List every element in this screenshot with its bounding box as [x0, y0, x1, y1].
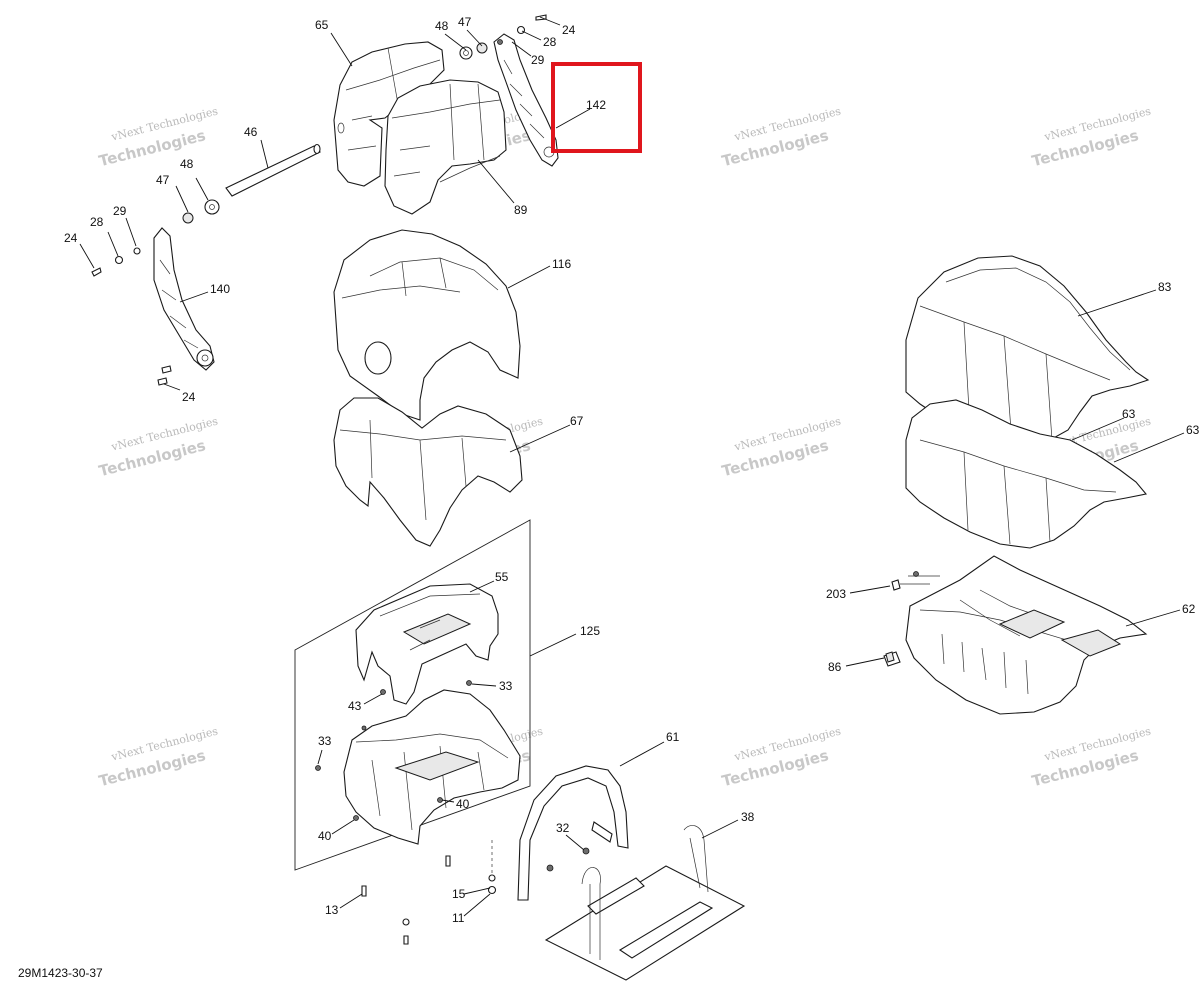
label-63: 63: [1186, 423, 1200, 437]
label-40: 40: [456, 797, 470, 811]
screws-bottom[interactable]: [361, 840, 497, 945]
label-28: 28: [90, 215, 104, 229]
label-47: 47: [156, 173, 170, 187]
label-29: 29: [113, 204, 127, 218]
watermark: vNext Technologies Technologies: [1030, 104, 1153, 170]
label-116: 116: [552, 257, 571, 271]
hardware-left[interactable]: [91, 199, 220, 277]
label-28: 28: [543, 35, 557, 49]
label-48: 48: [435, 19, 449, 33]
part-lower-frame[interactable]: [343, 689, 521, 845]
watermark: vNext Technologies Technologies: [1030, 724, 1153, 790]
label-125: 125: [580, 624, 600, 638]
label-86: 86: [828, 660, 842, 674]
diagram-code: 29M1423-30-37: [18, 966, 103, 980]
label-203: 203: [826, 587, 846, 601]
part-116-seat-cover[interactable]: [333, 229, 521, 421]
part-61-strap[interactable]: [517, 765, 629, 901]
part-86-clip[interactable]: [883, 651, 901, 667]
label-13: 13: [325, 903, 339, 917]
label-33: 33: [318, 734, 332, 748]
label-63: 63: [1122, 407, 1136, 421]
label-83: 83: [1158, 280, 1172, 294]
label-40: 40: [318, 829, 332, 843]
label-24: 24: [182, 390, 196, 404]
highlight-box: [551, 62, 642, 153]
part-203-screw[interactable]: [891, 571, 940, 591]
label-29: 29: [531, 53, 545, 67]
label-67: 67: [570, 414, 584, 428]
label-38: 38: [741, 810, 755, 824]
label-55: 55: [495, 570, 509, 584]
label-43: 43: [348, 699, 362, 713]
part-89-backrest-cover[interactable]: [384, 79, 507, 215]
part-55-upper-bracket[interactable]: [355, 583, 499, 705]
label-65: 65: [315, 18, 329, 32]
label-142: 142: [586, 98, 606, 112]
part-67-seat-foam[interactable]: [333, 397, 523, 547]
label-24: 24: [562, 23, 576, 37]
label-24: 24: [64, 231, 78, 245]
label-89: 89: [514, 203, 528, 217]
watermark: vNext Technologies Technologies: [720, 724, 843, 790]
label-47: 47: [458, 15, 472, 29]
label-61: 61: [666, 730, 680, 744]
label-11: 11: [452, 911, 465, 925]
part-83-seat-cover[interactable]: [905, 255, 1150, 449]
watermark: vNext Technologies Technologies: [97, 104, 220, 170]
part-46-rod[interactable]: [225, 143, 321, 197]
leader-lines: [79, 16, 1185, 917]
box-hardware[interactable]: [315, 680, 472, 821]
label-32: 32: [556, 821, 570, 835]
part-62-base-pan[interactable]: [905, 555, 1148, 715]
label-62: 62: [1182, 602, 1196, 616]
part-63-seat-foam[interactable]: [905, 399, 1148, 549]
label-15: 15: [452, 887, 466, 901]
part-140-left-bracket[interactable]: [153, 227, 215, 386]
label-46: 46: [244, 125, 258, 139]
part-38-cargo-board[interactable]: [544, 825, 746, 981]
label-33: 33: [499, 679, 513, 693]
label-140: 140: [210, 282, 230, 296]
watermark: vNext Technologies Technologies: [720, 414, 843, 480]
watermark: vNext Technologies Technologies: [720, 104, 843, 170]
watermark: vNext Technologies Technologies: [97, 724, 220, 790]
label-48: 48: [180, 157, 194, 171]
callout-labels: 65 48 47 24 28 29 142 46 89 47 48 28 29 …: [64, 15, 1200, 925]
watermark: vNext Technologies Technologies: [97, 414, 220, 480]
part-125-assembly-box[interactable]: [294, 519, 531, 871]
